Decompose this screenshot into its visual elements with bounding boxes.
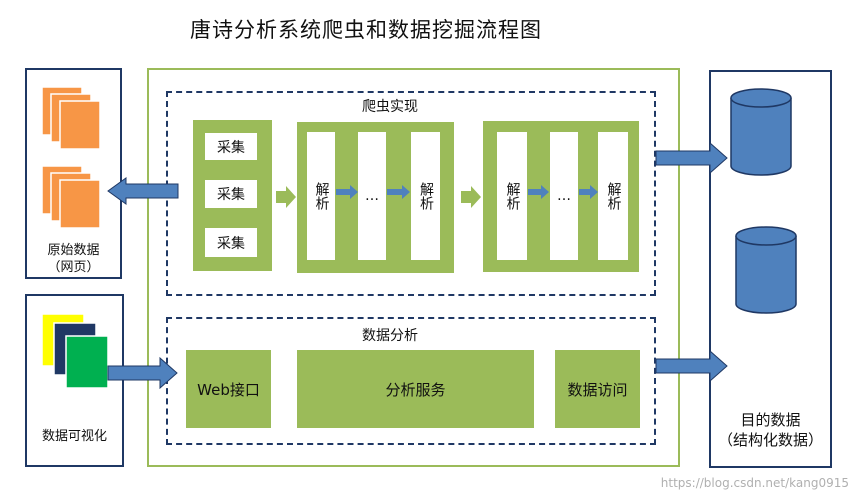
parse-group-1-left: 解析 [307, 132, 335, 260]
system-frame [147, 68, 680, 467]
analysis-label: 数据分析 [362, 328, 418, 344]
target-data-caption-line1: 目的数据 [740, 411, 801, 429]
crawler-label: 爬虫实现 [362, 99, 418, 115]
parse-group-2-right-label: 解析 [605, 182, 622, 210]
arrow-collect-to-parse [276, 186, 296, 208]
collect-item-2: 采集 [205, 180, 257, 208]
parse-group-1-left-label: 解析 [313, 182, 330, 210]
visualization-caption: 数据可视化 [41, 429, 107, 444]
analysis-service-box: 分析服务 [297, 350, 534, 428]
visualization-docs-icon [41, 313, 109, 389]
arrow-to-target-data-top [655, 141, 728, 175]
database-icon-top [730, 88, 792, 176]
parse-group-2-middle: … [550, 132, 578, 260]
target-data-caption-line2: （结构化数据） [717, 431, 823, 449]
raw-data-caption-line1: 原始数据 [47, 243, 100, 258]
diagram-title: 唐诗分析系统爬虫和数据挖掘流程图 [190, 18, 542, 42]
raw-data-caption: 原始数据 （网页） [27, 242, 120, 276]
parse-group-2-right: 解析 [598, 132, 628, 260]
arrow-g1-middle-right [387, 185, 410, 199]
target-data-caption: 目的数据 （结构化数据） [711, 410, 830, 450]
raw-data-caption-line2: （网页） [47, 260, 100, 275]
database-icon-bottom [735, 226, 797, 314]
parse-group-2-middle-label: … [557, 187, 571, 204]
parse-group-1-middle-label: … [365, 187, 379, 204]
arrow-parse-group-1-to-2 [461, 186, 481, 208]
arrow-to-target-data-bottom [655, 349, 728, 383]
web-interface-box: Web接口 [186, 350, 271, 428]
parse-group-2-left: 解析 [497, 132, 527, 260]
document-stack-icon-bottom [41, 165, 101, 229]
collect-item-3: 采集 [205, 228, 257, 257]
document-stack-icon-top [41, 86, 101, 150]
parse-group-1-middle: … [358, 132, 386, 260]
data-access-box: 数据访问 [555, 350, 640, 428]
arrow-to-web-interface [107, 356, 178, 390]
watermark: https://blog.csdn.net/kang0915 [660, 476, 849, 490]
parse-group-2-left-label: 解析 [504, 182, 521, 210]
arrow-g2-middle-right [579, 185, 598, 199]
parse-group-1-right: 解析 [411, 132, 440, 260]
collect-item-1: 采集 [205, 133, 257, 160]
arrow-g1-left-middle [336, 185, 358, 199]
parse-group-1-right-label: 解析 [418, 182, 434, 210]
arrow-to-raw-data [107, 177, 179, 205]
arrow-g2-left-middle [528, 185, 549, 199]
